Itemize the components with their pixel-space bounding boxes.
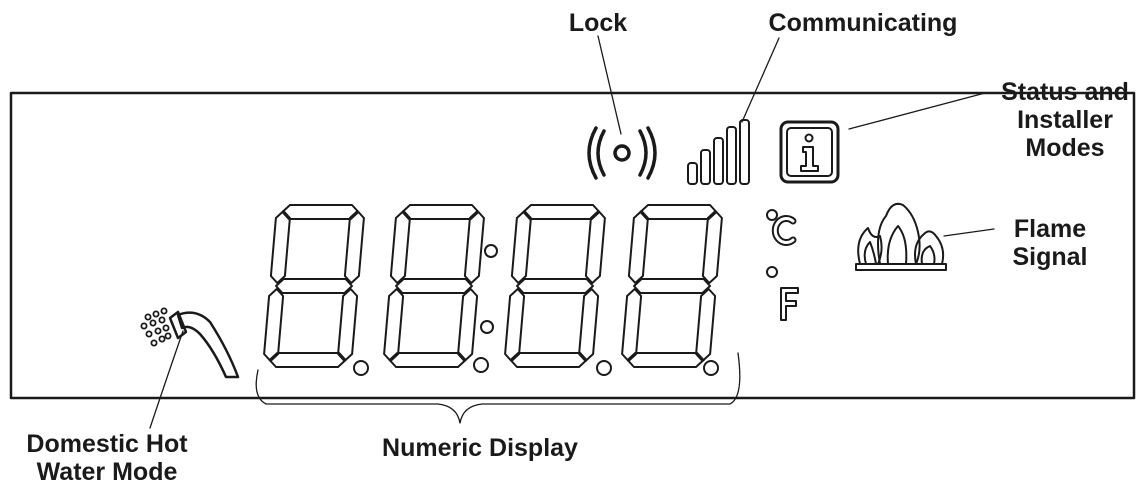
digit-1-segment-f [269, 210, 291, 284]
digit-2-segment-c [457, 288, 479, 362]
digit-4-segment-b [701, 210, 723, 284]
digit-4-segment-f [627, 210, 649, 284]
degree-celsius-icon [766, 209, 797, 246]
digit-2-segment-f [389, 210, 411, 284]
flame-icon [855, 202, 947, 271]
digit-4-segment-e [621, 288, 643, 362]
digit-2-segment-g [395, 278, 473, 294]
label-domestic-hot-water-line-2: Water Mode [36, 458, 178, 486]
digit-1-segment-d [268, 352, 347, 368]
digit-3-segment-a [522, 204, 601, 220]
digit-1-segment-a [281, 204, 360, 220]
leader-flame-signal [943, 228, 995, 237]
digit-4-segment-c [695, 288, 717, 362]
label-status-modes-line-2: Installer [1017, 106, 1113, 134]
display-dots [353, 244, 719, 376]
decimal-dot-1 [353, 360, 369, 376]
label-status-modes-line-3: Modes [1025, 134, 1105, 162]
digit-4 [621, 204, 723, 368]
label-lock: Lock [568, 9, 628, 37]
shower-icon [140, 307, 240, 379]
digit-3-segment-f [510, 210, 532, 284]
leader-communicating [741, 37, 780, 123]
leader-status-modes [848, 92, 986, 130]
decimal-dot-2 [473, 357, 489, 373]
digit-3 [504, 204, 606, 368]
numeric-display-digits [263, 204, 723, 368]
lcd-panel-frame [9, 91, 1136, 400]
digit-2-segment-d [388, 352, 467, 368]
info-icon [779, 120, 840, 184]
digit-4-segment-d [626, 352, 705, 368]
numeric-display-brace [255, 352, 741, 424]
label-numeric-display: Numeric Display [382, 434, 578, 462]
decimal-dot-3 [596, 360, 612, 376]
lock-icon [587, 126, 657, 180]
digit-1-segment-b [343, 210, 365, 284]
label-flame-signal: Flame Signal [995, 215, 1105, 271]
digit-3-segment-b [584, 210, 606, 284]
callout-leaders [149, 35, 995, 429]
label-domestic-hot-water: Domestic Hot Water Mode [0, 430, 214, 486]
digit-4-segment-g [633, 278, 711, 294]
digit-1 [263, 204, 365, 368]
label-communicating: Communicating [768, 9, 958, 37]
label-flame-signal-line-2: Signal [1012, 243, 1088, 271]
label-status-modes-line-1: Status and [1001, 78, 1129, 106]
digit-3-segment-c [578, 288, 600, 362]
leader-lock [597, 35, 622, 135]
digit-3-segment-g [516, 278, 594, 294]
digit-1-segment-e [263, 288, 285, 362]
digit-1-segment-c [337, 288, 359, 362]
digit-2 [383, 204, 485, 368]
digit-1-segment-g [275, 278, 353, 294]
leader-domestic-hot-water [149, 330, 184, 429]
digit-2-segment-e [383, 288, 405, 362]
decimal-dot-4 [703, 360, 719, 376]
signal-bars-icon [687, 119, 750, 185]
digit-3-segment-e [504, 288, 526, 362]
label-domestic-hot-water-line-1: Domestic Hot [26, 430, 188, 458]
digit-2-segment-b [463, 210, 485, 284]
digit-4-segment-a [639, 204, 718, 220]
colon-dot-top [484, 244, 498, 258]
digit-2-segment-a [401, 204, 480, 220]
degree-fahrenheit-icon [766, 266, 799, 321]
digit-3-segment-d [509, 352, 588, 368]
label-flame-signal-line-1: Flame [1013, 215, 1087, 243]
label-status-modes: Status and Installer Modes [983, 78, 1147, 162]
colon-dot-bottom [480, 320, 494, 334]
